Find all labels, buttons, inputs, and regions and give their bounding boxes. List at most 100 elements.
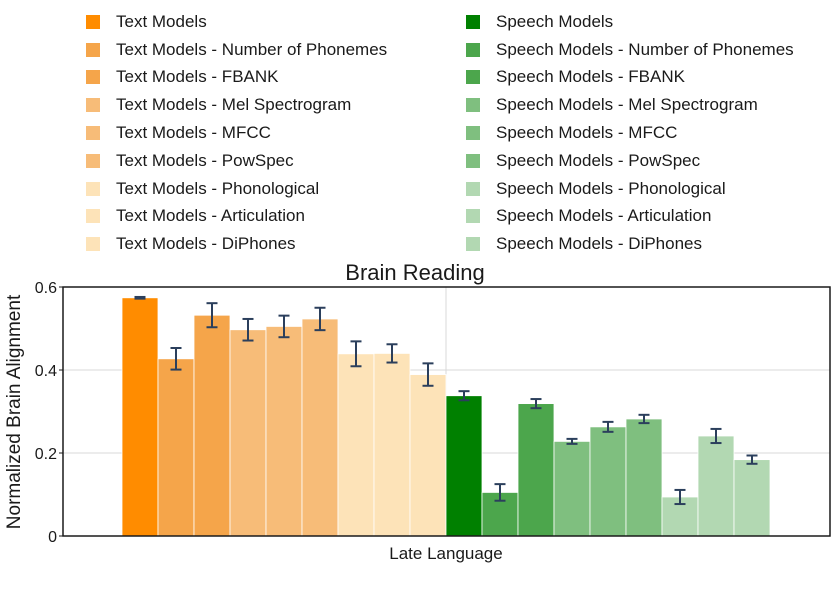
legend-label: Text Models - Articulation	[116, 206, 305, 226]
legend-label: Text Models - Mel Spectrogram	[116, 95, 352, 115]
y-axis-label: Normalized Brain Alignment	[4, 294, 25, 529]
legend-label: Text Models - FBANK	[116, 67, 279, 87]
plot-frame	[62, 286, 831, 537]
legend-label: Speech Models - Number of Phonemes	[496, 39, 794, 59]
legend-item: Speech Models - Mel Spectrogram	[460, 91, 830, 119]
legend-swatch	[86, 98, 100, 113]
error-bar	[278, 314, 290, 339]
legend-item: Text Models	[80, 8, 460, 36]
legend-label: Text Models - MFCC	[116, 123, 271, 143]
bar	[553, 440, 591, 537]
legend-item: Speech Models - Number of Phonemes	[460, 36, 830, 64]
legend-item: Text Models - DiPhones	[80, 230, 460, 258]
legend-item: Speech Models - DiPhones	[460, 230, 830, 258]
legend-item: Text Models - Number of Phonemes	[80, 36, 460, 64]
legend-swatch	[86, 126, 100, 141]
bar	[121, 297, 159, 537]
legend-item: Text Models - Articulation	[80, 203, 460, 231]
x-axis-label: Late Language	[389, 544, 502, 563]
legend-item: Text Models - PowSpec	[80, 147, 460, 175]
legend-label: Speech Models - Phonological	[496, 178, 726, 198]
error-bar	[386, 343, 398, 364]
y-tick-label: 0.6	[35, 280, 57, 297]
legend-label: Speech Models - PowSpec	[496, 150, 701, 170]
error-bar	[350, 340, 362, 368]
error-bar	[494, 483, 506, 502]
legend-swatch	[466, 70, 480, 85]
error-bar	[422, 362, 434, 387]
bar	[589, 426, 627, 537]
legend-swatch	[86, 237, 100, 252]
error-bar	[242, 317, 254, 342]
legend-swatch	[466, 209, 480, 224]
legend-label: Speech Models - Articulation	[496, 206, 712, 226]
chart-title: Brain Reading	[345, 260, 484, 285]
error-bar	[458, 390, 470, 402]
bar	[733, 459, 771, 537]
legend-label: Speech Models - FBANK	[496, 67, 685, 87]
error-bar	[134, 295, 146, 300]
legend-label: Text Models	[116, 11, 207, 31]
legend-item: Speech Models	[460, 8, 830, 36]
error-bar	[638, 413, 650, 425]
error-bar	[314, 306, 326, 332]
bar	[625, 418, 663, 537]
bar	[193, 314, 231, 537]
bar	[337, 353, 375, 537]
legend-item: Speech Models - FBANK	[460, 64, 830, 92]
legend-label: Speech Models - MFCC	[496, 123, 678, 143]
legend-item: Text Models - Mel Spectrogram	[80, 91, 460, 119]
legend-label: Text Models - Phonological	[116, 178, 320, 198]
legend-item: Speech Models - Articulation	[460, 203, 830, 231]
legend-label: Text Models - DiPhones	[116, 234, 296, 254]
legend-swatch	[466, 42, 480, 57]
legend-label: Speech Models - Mel Spectrogram	[496, 95, 758, 115]
legend-label: Text Models - Number of Phonemes	[116, 39, 388, 59]
legend-swatch	[86, 209, 100, 224]
bar	[265, 326, 303, 537]
legend-swatch	[466, 153, 480, 168]
y-tick-label: 0.4	[35, 363, 57, 380]
legend-swatch	[466, 181, 480, 196]
bar	[697, 435, 735, 537]
legend-swatch	[86, 14, 100, 29]
error-bar	[206, 302, 218, 329]
error-bar	[530, 398, 542, 410]
legend-swatch	[86, 70, 100, 85]
legend-item: Text Models - FBANK	[80, 64, 460, 92]
legend-item: Speech Models - MFCC	[460, 119, 830, 147]
legend-item: Text Models - MFCC	[80, 119, 460, 147]
bar	[301, 318, 339, 537]
legend-swatch	[466, 98, 480, 113]
legend-swatch	[466, 126, 480, 141]
y-tick-label: 0	[48, 529, 57, 546]
error-bar	[746, 454, 758, 465]
legend-label: Speech Models - DiPhones	[496, 234, 703, 254]
error-bar	[170, 347, 182, 371]
legend-item: Text Models - Phonological	[80, 175, 460, 203]
legend-label: Speech Models	[496, 11, 614, 31]
legend-swatch	[86, 42, 100, 57]
y-tick-label: 0.2	[35, 446, 57, 463]
legend-swatch	[86, 181, 100, 196]
error-bar	[674, 488, 686, 506]
bar	[373, 352, 411, 537]
bars	[121, 297, 771, 537]
legend-item: Speech Models - PowSpec	[460, 147, 830, 175]
bar	[409, 374, 447, 537]
bar	[445, 395, 483, 537]
error-bar	[710, 427, 722, 445]
bar	[517, 403, 555, 537]
error-bar	[602, 420, 614, 433]
legend-swatch	[466, 14, 480, 29]
legend-swatch	[86, 153, 100, 168]
legend-label: Text Models - PowSpec	[116, 150, 294, 170]
error-bars	[134, 295, 758, 506]
legend-swatch	[466, 237, 480, 252]
bar	[157, 358, 195, 537]
error-bar	[566, 437, 578, 445]
legend-item: Speech Models - Phonological	[460, 175, 830, 203]
bar	[229, 329, 267, 537]
